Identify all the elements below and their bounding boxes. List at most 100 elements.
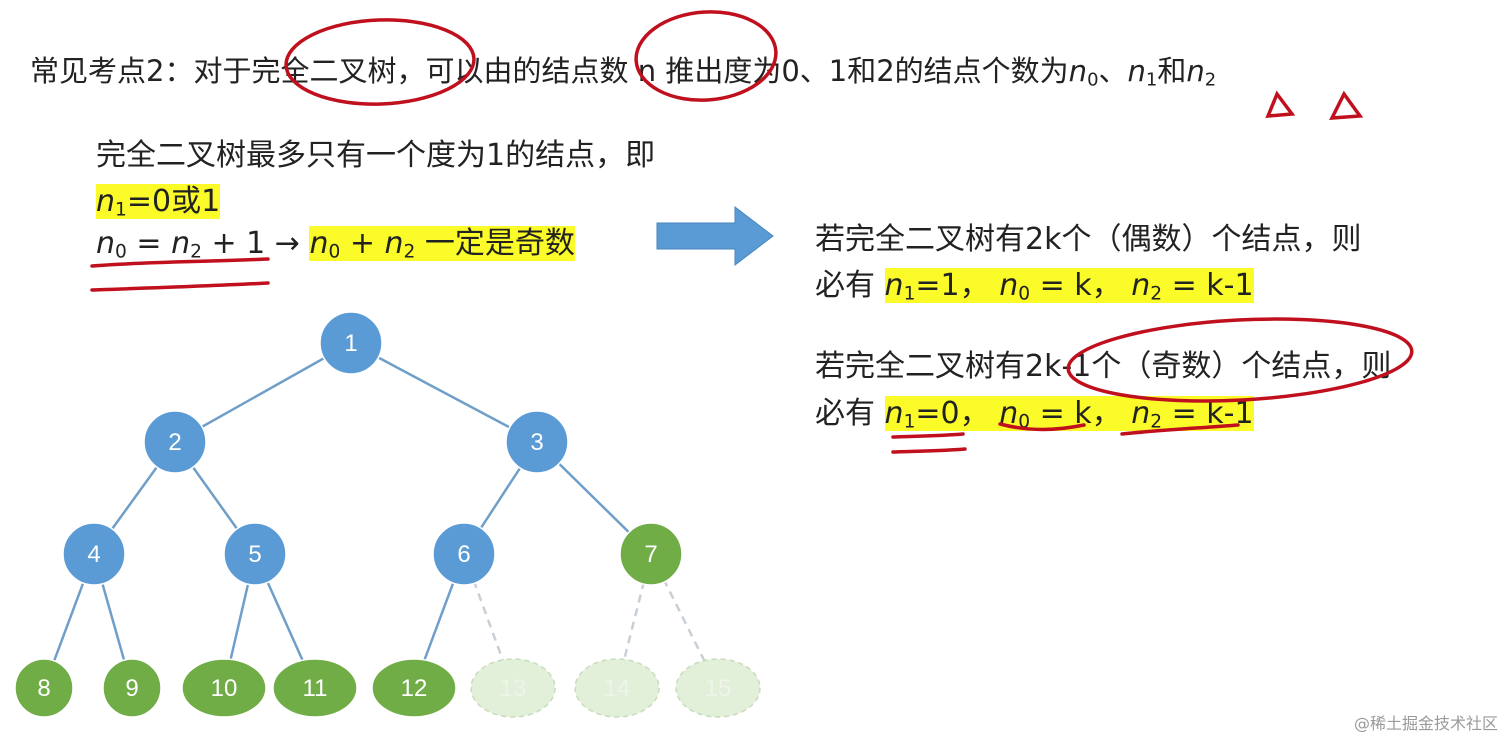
tree-node-4: 4 xyxy=(62,522,126,586)
tree-node-label: 5 xyxy=(248,541,261,568)
tree-node-circle xyxy=(14,658,74,718)
eq-n2-sub: 2 xyxy=(190,241,202,263)
even-n1-sub: 1 xyxy=(903,283,916,305)
odd-n0-var: n xyxy=(999,396,1019,431)
left-line1: 完全二叉树最多只有一个度为1的结点，即 xyxy=(96,138,656,173)
sum-n2-var: n xyxy=(384,226,404,261)
headline-middle1: ，可以由的结点数 xyxy=(396,54,629,88)
headline-n2: n xyxy=(1186,54,1205,88)
tree-node-circle xyxy=(62,522,126,586)
tree-node-circle xyxy=(223,522,287,586)
headline-sep: 、 xyxy=(1098,54,1128,88)
ink-underline-eq-2 xyxy=(90,281,270,292)
headline-n0-sub: 0 xyxy=(1087,69,1099,91)
headline-n1-sub: 1 xyxy=(1145,69,1158,91)
tree-node-label: 7 xyxy=(644,541,657,568)
odd-n2-var: n xyxy=(1131,396,1151,431)
headline-n0: n xyxy=(1068,54,1088,88)
odd-prefix: 必有 xyxy=(815,396,875,431)
even-n0-sub: 0 xyxy=(1018,283,1031,305)
odd-n1-sub: 1 xyxy=(903,411,916,433)
even-n0-val: = k， xyxy=(1030,268,1122,303)
headline: 常见考点2：对于完全二叉树，可以由的结点数 n 推出度为0、1和2的结点个数为n… xyxy=(30,48,1216,90)
tree-node-label: 4 xyxy=(87,541,100,568)
odd-n2-sub: 2 xyxy=(1150,411,1163,433)
sum-plus: + xyxy=(340,226,385,261)
even-n1-val: =1， xyxy=(915,268,990,303)
tree-node-label: 11 xyxy=(303,675,328,702)
tree-node-7: 7 xyxy=(619,522,683,586)
tree-node-5: 5 xyxy=(223,522,287,586)
tree-node-circle xyxy=(675,658,761,718)
tree-edge-1-3 xyxy=(350,341,538,444)
odd-n0-val: = k， xyxy=(1030,396,1122,431)
tree-node-label: 6 xyxy=(457,541,470,568)
headline-n-var: n xyxy=(637,54,657,88)
headline-and: 和 xyxy=(1157,54,1187,88)
left-n1-var: n xyxy=(96,184,116,219)
sum-n0-var: n xyxy=(309,226,329,261)
even-line1: 若完全二叉树有2k个（偶数）个结点，则 xyxy=(815,222,1362,257)
tree-node-label: 3 xyxy=(530,429,543,456)
tree-node-circle xyxy=(619,522,683,586)
tree-node-label: 8 xyxy=(37,675,50,702)
headline-middle2: 推出度为0、1和2的结点个数为 xyxy=(665,54,1069,88)
right-arrow-icon xyxy=(656,205,774,267)
eq-n0-var: n xyxy=(96,226,116,261)
tree-node-circle xyxy=(470,658,556,718)
tree-node-circle xyxy=(574,658,660,718)
tree-node-circle xyxy=(319,311,383,375)
watermark: @稀土掘金技术社区 xyxy=(1353,714,1498,733)
tree-node-9: 9 xyxy=(102,658,162,718)
sum-odd-text: 一定是奇数 xyxy=(415,226,575,261)
tree-node-10: 10 xyxy=(181,658,267,718)
eq-n2-var: n xyxy=(171,226,191,261)
odd-line2: 必有 n1=0， n0 = k， n2 = k-1 xyxy=(815,388,1254,433)
tree-node-2: 2 xyxy=(143,410,207,474)
tree-node-circle xyxy=(505,410,569,474)
tree-node-label: 13 xyxy=(500,675,527,702)
tree-node-12: 12 xyxy=(371,658,457,718)
odd-n0-sub: 0 xyxy=(1018,411,1031,433)
tree-node-label: 1 xyxy=(344,330,357,357)
left-n1-sub: 1 xyxy=(115,199,127,221)
headline-prefix: 常见考点2：对于 xyxy=(30,54,252,88)
tree-node-8: 8 xyxy=(14,658,74,718)
tree-node-circle xyxy=(143,410,207,474)
ink-triangle-n1 xyxy=(1329,90,1364,120)
tree-node-circle xyxy=(102,658,162,718)
tree-node-circle xyxy=(272,658,358,718)
tree-node-13: 13 xyxy=(470,658,556,718)
tree-node-3: 3 xyxy=(505,410,569,474)
tree-node-6: 6 xyxy=(432,522,496,586)
odd-line1: 若完全二叉树有2k-1个（奇数）个结点，则 xyxy=(815,349,1392,384)
tree-node-15: 15 xyxy=(675,658,761,718)
eq-equals: = xyxy=(126,226,172,261)
sum-n0-sub: 0 xyxy=(328,241,341,263)
even-n2-sub: 2 xyxy=(1150,283,1163,305)
tree-node-11: 11 xyxy=(272,658,358,718)
tree-node-1: 1 xyxy=(319,311,383,375)
tree-node-label: 12 xyxy=(401,675,428,702)
even-n0-var: n xyxy=(999,268,1019,303)
left-n1-highlight: n1=0或1 xyxy=(96,184,221,221)
left-equation: n0 = n2 + 1 → n0 + n2 一定是奇数 xyxy=(96,218,575,263)
odd-result-highlight: n1=0， n0 = k， n2 = k-1 xyxy=(884,396,1254,433)
tree-node-label: 10 xyxy=(211,675,238,702)
tree-node-label: 15 xyxy=(705,675,732,702)
tree-node-label: 14 xyxy=(604,675,631,702)
tree-node-14: 14 xyxy=(574,658,660,718)
even-n1-var: n xyxy=(884,268,904,303)
odd-n2-val: = k-1 xyxy=(1162,396,1254,431)
left-n1-eq: =0或1 xyxy=(126,184,221,219)
ink-underline-odd-n1-b xyxy=(891,447,967,454)
eq-plus-one-arrow: + 1 → xyxy=(201,226,300,261)
even-result-highlight: n1=1， n0 = k， n2 = k-1 xyxy=(884,268,1254,305)
headline-n2-sub: 2 xyxy=(1204,69,1217,91)
tree-node-circle xyxy=(432,522,496,586)
ink-underline-odd-n1-a xyxy=(891,432,965,439)
even-line2: 必有 n1=1， n0 = k， n2 = k-1 xyxy=(815,260,1254,305)
even-n2-val: = k-1 xyxy=(1162,268,1254,303)
odd-n1-val: =0， xyxy=(915,396,990,431)
even-n2-var: n xyxy=(1131,268,1151,303)
